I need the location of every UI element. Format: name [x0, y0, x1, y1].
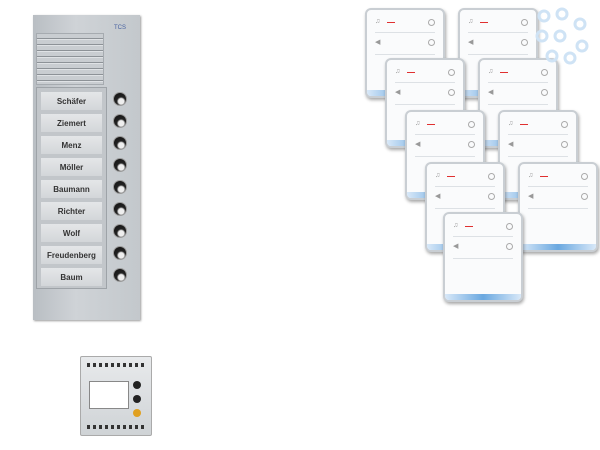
speaker-icon: ◀ [375, 39, 381, 46]
call-button[interactable] [113, 180, 127, 194]
divider [528, 186, 588, 187]
bell-button-icon[interactable] [506, 243, 513, 250]
indoor-station: ♫◀ [443, 212, 523, 302]
divider [453, 236, 513, 237]
bell-icon: ♫ [528, 172, 534, 179]
name-label: Baum [41, 268, 102, 286]
status-indicator [520, 124, 528, 125]
divider [415, 156, 475, 157]
speaker-icon: ◀ [435, 193, 441, 200]
bell-icon: ♫ [395, 68, 401, 75]
bell-button-icon[interactable] [428, 39, 435, 46]
bell-icon: ♫ [488, 68, 494, 75]
bell-button-icon[interactable] [488, 193, 495, 200]
bell-button-icon[interactable] [581, 193, 588, 200]
name-label: Möller [41, 158, 102, 176]
adjust-knob [133, 381, 141, 389]
status-indicator [407, 72, 415, 73]
divider [375, 54, 435, 55]
speaker-icon: ◀ [453, 243, 459, 250]
power-supply-unit [80, 356, 152, 436]
divider [468, 54, 528, 55]
name-label: Richter [41, 202, 102, 220]
bell-button-icon[interactable] [448, 89, 455, 96]
led-strip [520, 244, 596, 250]
button-icon[interactable] [561, 121, 568, 128]
terminal-row-top [87, 363, 145, 367]
divider [528, 208, 588, 209]
name-label: Freudenberg [41, 246, 102, 264]
button-icon[interactable] [488, 173, 495, 180]
status-indicator [540, 176, 548, 177]
bell-button-icon[interactable] [541, 89, 548, 96]
brand-logo: TCS [114, 25, 126, 31]
bell-icon: ♫ [453, 222, 459, 229]
bell-icon: ♫ [508, 120, 514, 127]
bell-icon: ♫ [375, 18, 381, 25]
divider [395, 82, 455, 83]
divider [435, 186, 495, 187]
adjust-knob [133, 395, 141, 403]
call-button[interactable] [113, 114, 127, 128]
speaker-icon: ◀ [488, 89, 494, 96]
call-button[interactable] [113, 246, 127, 260]
speaker-icon: ◀ [508, 141, 514, 148]
status-led [133, 409, 141, 417]
bell-icon: ♫ [468, 18, 474, 25]
call-button[interactable] [113, 136, 127, 150]
name-label: Wolf [41, 224, 102, 242]
button-icon[interactable] [428, 19, 435, 26]
status-indicator [465, 226, 473, 227]
speaker-icon: ◀ [395, 89, 401, 96]
call-button[interactable] [113, 268, 127, 282]
divider [508, 134, 568, 135]
name-label: Baumann [41, 180, 102, 198]
speaker-grille [36, 33, 104, 85]
bell-icon: ♫ [435, 172, 441, 179]
indoor-station: ♫◀ [518, 162, 598, 252]
speaker-icon: ◀ [468, 39, 474, 46]
bell-icon: ♫ [415, 120, 421, 127]
button-icon[interactable] [541, 69, 548, 76]
divider [375, 32, 435, 33]
led-strip [445, 294, 521, 300]
speaker-icon: ◀ [528, 193, 534, 200]
status-indicator [447, 176, 455, 177]
name-label: Schäfer [41, 92, 102, 110]
call-button[interactable] [113, 158, 127, 172]
divider [488, 104, 548, 105]
divider [415, 134, 475, 135]
call-button[interactable] [113, 224, 127, 238]
bell-button-icon[interactable] [561, 141, 568, 148]
call-button[interactable] [113, 202, 127, 216]
button-icon[interactable] [581, 173, 588, 180]
divider [395, 104, 455, 105]
bell-button-icon[interactable] [468, 141, 475, 148]
watermark-logo [535, 7, 589, 65]
name-label: Ziemert [41, 114, 102, 132]
bell-button-icon[interactable] [521, 39, 528, 46]
divider [508, 156, 568, 157]
divider [435, 208, 495, 209]
divider [488, 82, 548, 83]
status-indicator [427, 124, 435, 125]
device-label [89, 381, 129, 409]
terminal-row-bottom [87, 425, 145, 429]
name-label: Menz [41, 136, 102, 154]
call-button[interactable] [113, 92, 127, 106]
divider [468, 32, 528, 33]
speaker-icon: ◀ [415, 141, 421, 148]
button-icon[interactable] [521, 19, 528, 26]
button-icon[interactable] [468, 121, 475, 128]
divider [453, 258, 513, 259]
status-indicator [500, 72, 508, 73]
status-indicator [387, 22, 395, 23]
button-icon[interactable] [506, 223, 513, 230]
button-icon[interactable] [448, 69, 455, 76]
status-indicator [480, 22, 488, 23]
